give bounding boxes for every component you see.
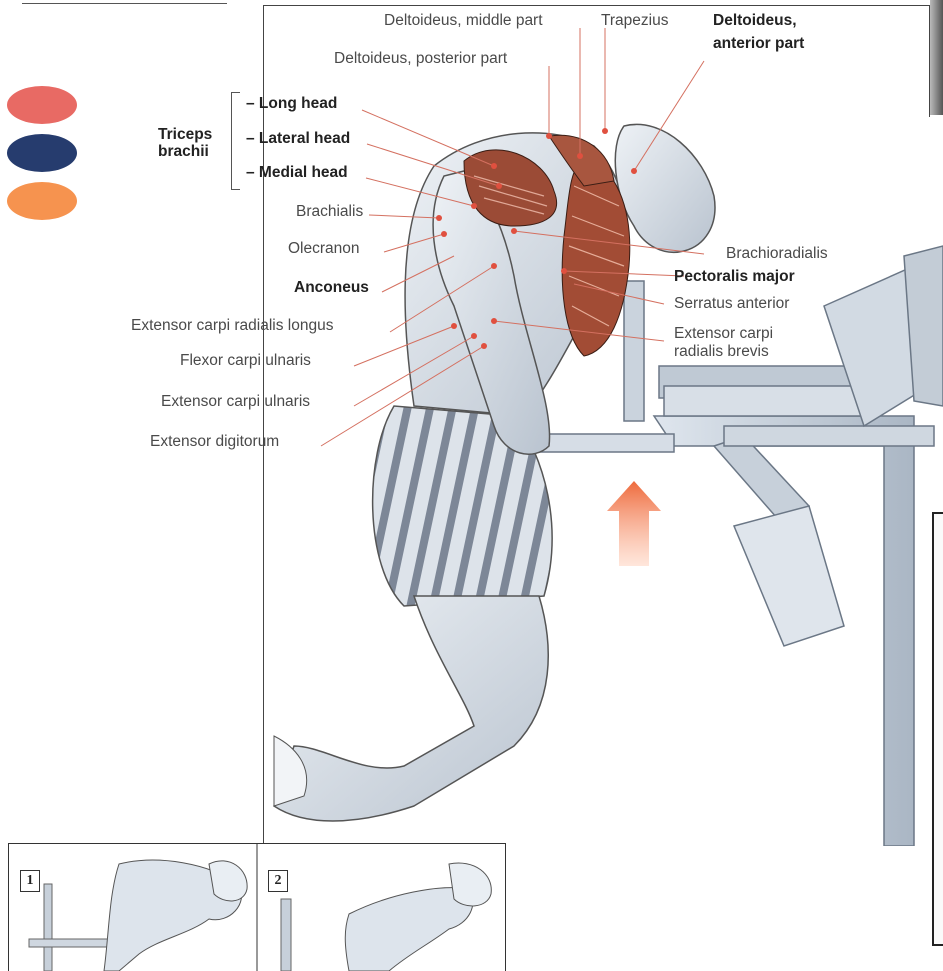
label-ext-digitorum: Extensor digitorum bbox=[150, 433, 279, 451]
triceps-group-label-line2: brachii bbox=[158, 143, 209, 161]
push-direction-arrow bbox=[607, 481, 661, 566]
label-ext-carpi-rad-brevis-2: radialis brevis bbox=[674, 343, 769, 361]
triceps-medial-head-label: – Medial head bbox=[246, 164, 348, 182]
legs bbox=[274, 596, 548, 821]
label-olecranon: Olecranon bbox=[288, 240, 360, 258]
label-deltoid-posterior: Deltoideus, posterior part bbox=[334, 50, 507, 68]
label-pectoralis-major: Pectoralis major bbox=[674, 268, 795, 286]
label-serratus-anterior: Serratus anterior bbox=[674, 295, 789, 313]
label-deltoid-anterior-2: anterior part bbox=[713, 35, 804, 53]
triceps-bracket bbox=[231, 92, 240, 190]
inset-panel bbox=[8, 843, 506, 971]
dip-exercise-illustration bbox=[264, 6, 943, 846]
triceps-lateral-head-label: – Lateral head bbox=[246, 130, 350, 148]
legend-dot-secondary bbox=[7, 134, 77, 172]
label-anconeus: Anconeus bbox=[294, 279, 369, 297]
inset-illustrations bbox=[9, 844, 505, 971]
label-ext-carpi-ulnaris: Extensor carpi ulnaris bbox=[161, 393, 310, 411]
triceps-group-label-line1: Triceps bbox=[158, 126, 212, 144]
label-ext-carpi-rad-brevis-1: Extensor carpi bbox=[674, 325, 773, 343]
head bbox=[615, 124, 715, 252]
triceps-long-head-label: – Long head bbox=[246, 95, 337, 113]
top-left-rule bbox=[22, 3, 227, 4]
legend-dot-tertiary bbox=[7, 182, 77, 220]
step-2-badge: 2 bbox=[268, 870, 288, 892]
label-trapezius: Trapezius bbox=[601, 12, 668, 30]
label-flexor-carpi-ulnaris: Flexor carpi ulnaris bbox=[180, 352, 311, 370]
step-1-badge: 1 bbox=[20, 870, 40, 892]
label-brachioradialis: Brachioradialis bbox=[726, 245, 828, 263]
label-brachialis: Brachialis bbox=[296, 203, 363, 221]
label-deltoid-middle: Deltoideus, middle part bbox=[384, 12, 543, 30]
label-ext-carpi-rad-longus: Extensor carpi radialis longus bbox=[131, 317, 333, 335]
label-deltoid-anterior-1: Deltoideus, bbox=[713, 12, 797, 30]
legend-dot-primary bbox=[7, 86, 77, 124]
